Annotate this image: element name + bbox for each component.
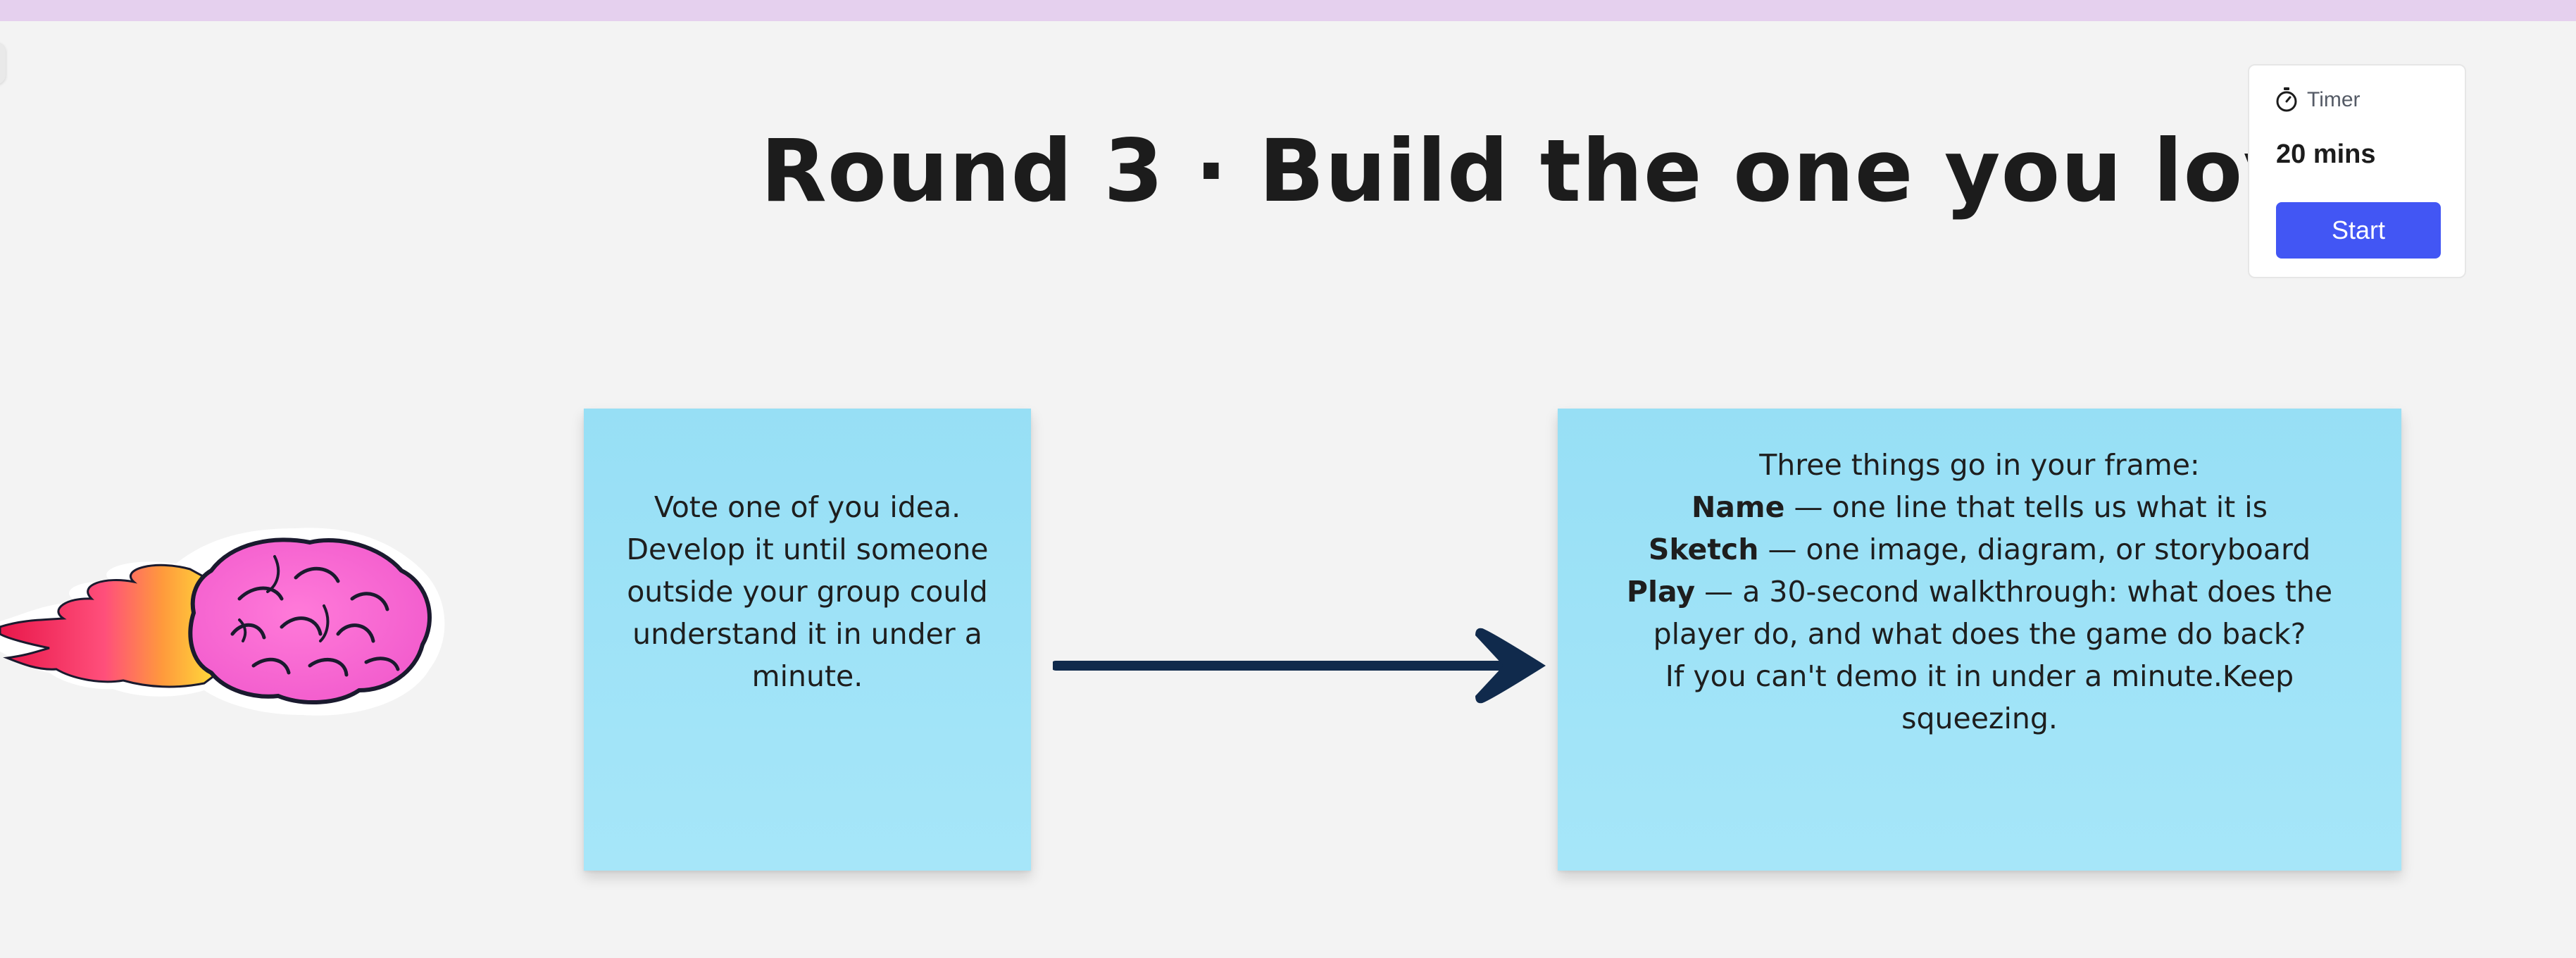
timer-duration: 20 mins: [2276, 139, 2376, 169]
flaming-brain-sticker[interactable]: [0, 514, 451, 726]
right-arrow-connector[interactable]: [1053, 620, 1553, 711]
note-item-play: Play — a 30-second walkthrough: what doe…: [1586, 571, 2373, 655]
timer-label: Timer: [2307, 88, 2361, 111]
sticky-note-vote[interactable]: Vote one of you idea. Develop it until s…: [584, 409, 1031, 871]
sticky-note-frame-contents[interactable]: Three things go in your frame: Name — on…: [1558, 409, 2401, 871]
note-term: Play: [1626, 575, 1696, 609]
side-panel-handle[interactable]: [0, 42, 6, 85]
board-title: Round 3 · Build the one you love: [761, 120, 2359, 221]
top-bar: [0, 0, 2576, 21]
note-term: Name: [1691, 490, 1785, 524]
note-closing: If you can't demo it in under a minute.K…: [1665, 659, 2294, 735]
timer-widget: Timer 20 mins Start: [2248, 64, 2466, 278]
sticky-note-text: Vote one of you idea. Develop it until s…: [626, 490, 989, 693]
note-desc: — a 30-second walkthrough: what does the…: [1653, 575, 2333, 651]
note-term: Sketch: [1648, 533, 1759, 566]
note-item-sketch: Sketch — one image, diagram, or storyboa…: [1586, 528, 2373, 571]
note-item-name: Name — one line that tells us what it is: [1586, 486, 2373, 528]
note-desc: — one image, diagram, or storyboard: [1758, 533, 2311, 566]
start-timer-button[interactable]: Start: [2276, 202, 2441, 259]
note-intro: Three things go in your frame:: [1759, 448, 2200, 482]
timer-header: Timer: [2275, 87, 2361, 113]
note-desc: — one line that tells us what it is: [1784, 490, 2268, 524]
stopwatch-icon: [2276, 87, 2297, 112]
